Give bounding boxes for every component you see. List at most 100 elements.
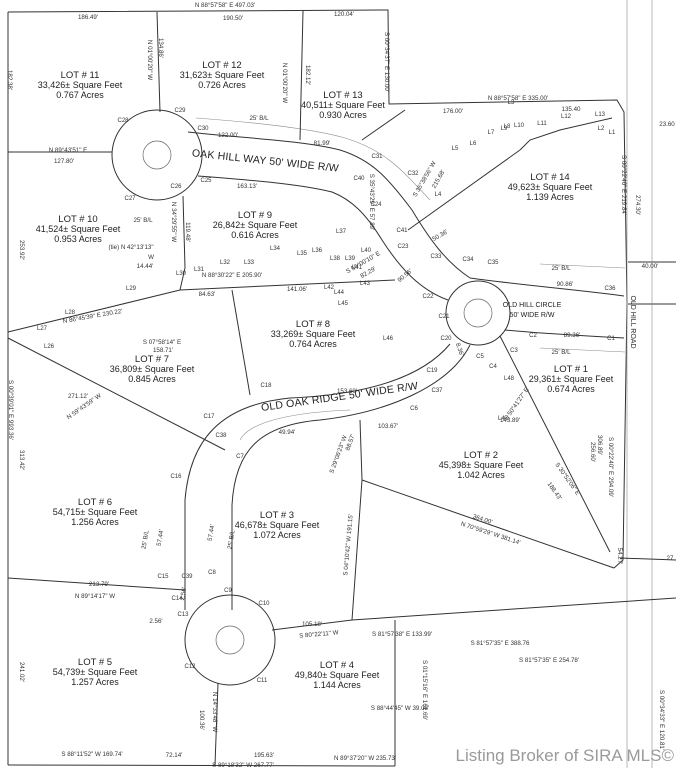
dimension-label: 54.27' <box>616 548 623 565</box>
curve-label: L12 <box>561 114 572 120</box>
dimension-label: 8.36' <box>454 342 465 357</box>
lot-area-sqft-lot4: 49,840± Square Feet <box>295 670 380 680</box>
curve-label: L1 <box>609 130 616 136</box>
curve-label: L48 <box>504 376 515 382</box>
dimension-label: 25' B/L <box>133 217 153 224</box>
dimension-label: 241.02' <box>18 662 25 682</box>
lot-area-acres-lot12: 0.726 Acres <box>198 80 246 90</box>
curve-label: L10 <box>514 123 525 129</box>
curve-label: L38 <box>330 256 341 262</box>
curve-label: L9 <box>501 126 508 132</box>
dimension-label: N 88°30'22" E 205.90' <box>202 272 262 279</box>
lot-area-acres-lot13: 0.930 Acres <box>319 110 367 120</box>
curve-label: C28 <box>117 118 129 124</box>
dimension-label: 25' B/L <box>249 115 269 122</box>
dimension-label: S 81°57'35" E 388.76 <box>471 640 530 647</box>
dimension-label: S 88°44'45" W 39.08' <box>371 705 429 712</box>
dimension-label: 213.79' <box>89 581 109 588</box>
dimension-labels: N 88°57'58" E 497.03'186.49'190.50'120.0… <box>6 2 675 768</box>
lot-name-lot9: LOT # 9 <box>238 210 272 221</box>
curve-label: C29 <box>174 108 186 114</box>
dimension-label: 90.56' <box>396 268 413 284</box>
curve-label: C3 <box>510 348 518 354</box>
curve-label: C41 <box>396 228 408 234</box>
lot-area-sqft-lot12: 31,623± Square Feet <box>180 70 265 80</box>
dimension-label: 57.44' <box>207 524 217 542</box>
curve-label: L6 <box>470 141 477 147</box>
lot-area-acres-lot9: 0.616 Acres <box>231 230 279 240</box>
boundary-lines <box>7 0 676 768</box>
lot-name-lot6: LOT # 6 <box>78 497 112 508</box>
curve-label: L42 <box>324 285 335 291</box>
dimension-label: 274.30' <box>634 195 641 215</box>
dimension-label: 90.86' <box>557 281 574 288</box>
dimension-label: S 01°15'16" E 161.69' <box>421 660 428 720</box>
dimension-label: 2.56' <box>149 618 162 625</box>
curve-label: C16 <box>170 474 182 480</box>
dimension-label: 271.12' <box>68 393 88 400</box>
lot-name-lot5: LOT # 5 <box>78 657 112 668</box>
curve-label: L29 <box>126 286 137 292</box>
dimension-label: 103.67' <box>378 423 398 430</box>
dimension-label: 25' B/L <box>226 529 236 550</box>
curve-label: L41 <box>352 265 363 271</box>
lot-area-sqft-lot8: 33,269± Square Feet <box>271 329 356 339</box>
road-label-old-hill-circle-rw: 50' WIDE R/W <box>510 312 555 319</box>
dimension-label: S 00°34'37" E 130.00' <box>383 32 390 92</box>
dimension-label: 195.63' <box>254 752 274 759</box>
curve-label: L28 <box>65 310 76 316</box>
curve-label: C35 <box>487 260 499 266</box>
dimension-label: 105.18' <box>302 621 322 628</box>
dimension-label: 256.60' <box>589 442 596 462</box>
dimension-label: N 14°33'48" W <box>211 692 218 732</box>
curve-label: C8 <box>208 570 216 576</box>
curve-label: L40 <box>361 248 372 254</box>
lot-lines <box>7 10 676 766</box>
road-label-oak-hill-way: OAK HILL WAY 50' WIDE R/W <box>191 147 339 174</box>
curve-label: C26 <box>170 184 182 190</box>
curve-label: L4 <box>435 192 442 198</box>
dimension-label: N 88°57'58" E 335.00' <box>488 95 548 102</box>
lot-area-sqft-lot13: 40,511± Square Feet <box>301 100 385 110</box>
curve-label: C23 <box>397 244 409 250</box>
curve-label: C22 <box>422 294 434 300</box>
lot-area-sqft-lot10: 41,524± Square Feet <box>36 224 121 234</box>
curve-label: L7 <box>488 130 495 136</box>
curve-label: C34 <box>462 257 474 263</box>
dimension-label: 25' B/L <box>551 265 571 272</box>
curve-label: L34 <box>270 246 281 252</box>
curve-label: C15 <box>157 574 169 580</box>
dimension-label: 14.44' <box>137 263 154 270</box>
dimension-label: N 34°29'55" W <box>170 202 177 242</box>
curve-label: C38 <box>215 433 227 439</box>
lot-area-acres-lot4: 1.144 Acres <box>313 680 361 690</box>
dimension-label: 100.36' <box>198 710 205 730</box>
lot-area-sqft-lot9: 26,842± Square Feet <box>213 220 298 230</box>
dimension-label: S 00°22'40" E 294.09' <box>607 437 614 497</box>
curve-label: L2 <box>598 126 605 132</box>
dimension-label: S 00°34'33" E 120.81' <box>658 690 665 750</box>
curve-label: C37 <box>431 388 443 394</box>
curve-label: L8 <box>504 124 511 130</box>
curve-label: L37 <box>336 229 347 235</box>
dimension-label: S 88°11'52" W 169.74' <box>61 751 122 758</box>
curve-label: L5 <box>452 146 459 152</box>
curve-label: L44 <box>334 290 345 296</box>
dimension-label: 127.80' <box>54 158 74 165</box>
dimension-label: 176.00' <box>443 108 463 115</box>
lot-name-lot10: LOT # 10 <box>58 214 97 225</box>
dimension-label: N 01°00'20" W <box>146 40 153 80</box>
dimension-label: 89.36' <box>564 332 581 339</box>
dimension-label: 134.86' <box>157 38 164 58</box>
dimension-label: 182.12' <box>304 65 311 85</box>
dimension-label: 72.14' <box>166 752 183 759</box>
curve-label: L43 <box>360 281 371 287</box>
dimension-label: S 07°58'14" E <box>143 339 181 346</box>
dimension-label: 122.00' <box>218 132 238 139</box>
dimension-label: 2.56' <box>179 587 188 601</box>
dimension-label: N 88°57'58" E 497.03' <box>195 2 255 9</box>
lot-area-acres-lot14: 1.139 Acres <box>526 192 574 202</box>
dimension-label: 186.49' <box>78 14 98 21</box>
